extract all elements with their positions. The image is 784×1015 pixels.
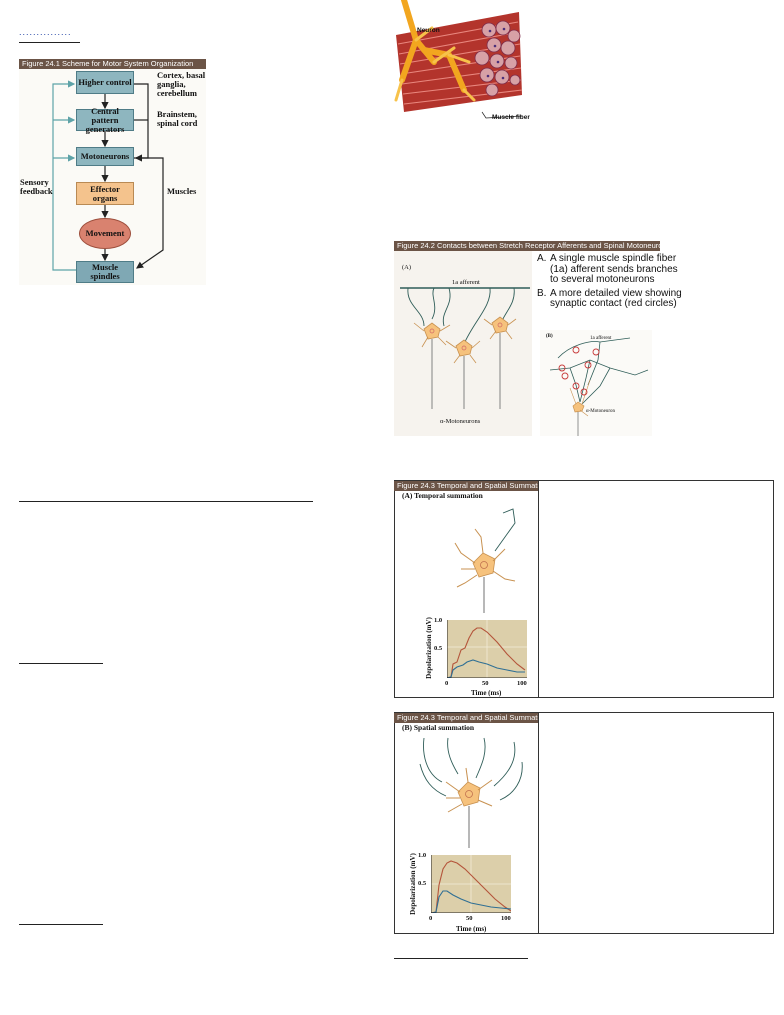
spatial-summation-subtitle: (B) Spatial summation <box>402 723 475 732</box>
spatial-blue-trace <box>431 890 511 913</box>
panel-b-motoneuron-label: α-Motoneuron <box>586 409 616 414</box>
spatial-xlabel: Time (ms) <box>456 925 487 933</box>
note-rule-2 <box>19 663 103 664</box>
spatial-summation-plot <box>431 855 511 913</box>
panel-b-label: (B) <box>546 334 553 339</box>
temporal-xtick-100: 100 <box>517 680 527 687</box>
bullet-a-key: A. <box>537 253 547 264</box>
panel-b-afferent-label: 1a afferent <box>590 336 612 341</box>
muscle-fiber-label: Muscle fiber <box>492 114 530 121</box>
temporal-ytick-1: 1.0 <box>434 617 443 624</box>
figure-24-2-bullets: A.A single muscle spindle fiber (1a) aff… <box>537 253 687 313</box>
cortex-label: Cortex, basal ganglia, cerebellum <box>157 70 206 98</box>
bullet-a-text: A single muscle spindle fiber (1a) affer… <box>550 253 678 285</box>
figure-24-2-title: Figure 24.2 Contacts between Stretch Rec… <box>394 241 660 251</box>
note-rule-3 <box>19 924 103 925</box>
bullet-a: A.A single muscle spindle fiber (1a) aff… <box>537 253 687 286</box>
muscles-label: Muscles <box>167 186 197 196</box>
spatial-xtick-50: 50 <box>466 915 473 922</box>
effector-organs-box: Effector organs <box>76 182 134 205</box>
spatial-xtick-100: 100 <box>501 915 511 922</box>
temporal-xtick-0: 0 <box>445 680 449 687</box>
spatial-red-trace <box>431 860 511 913</box>
temporal-summation-plot <box>447 620 527 678</box>
bullet-b-key: B. <box>537 287 547 299</box>
figure-24-3b-divider <box>538 712 539 934</box>
temporal-red-trace <box>447 627 526 678</box>
brainstem-label: Brainstem, spinal cord <box>157 109 198 128</box>
figure-24-3b-frame <box>394 712 774 934</box>
bullet-b-text: A more detailed view showing synaptic co… <box>550 287 682 309</box>
afferent-label: 1a afferent <box>452 279 480 286</box>
muscle-spindles-box: Muscle spindles <box>76 261 134 283</box>
higher-control-box: Higher control <box>76 71 134 94</box>
figure-24-3a-divider <box>538 480 539 698</box>
spatial-ylabel: Depolarization (mV) <box>409 853 417 915</box>
muscle-fiber-illustration <box>394 0 534 128</box>
figure-24-3a-title: Figure 24.3 Temporal and Spatial Summati… <box>394 481 538 491</box>
spatial-neuron-illustration <box>419 737 523 848</box>
bullet-b: B.A more detailed view showing synaptic … <box>537 287 687 310</box>
temporal-ytick-05: 0.5 <box>434 645 443 652</box>
note-rule-1 <box>19 501 313 502</box>
figure-24-3a-frame <box>394 480 774 698</box>
temporal-xlabel: Time (ms) <box>471 689 502 697</box>
temporal-ylabel: Depolarization (mV) <box>425 617 433 679</box>
header-label: ............... <box>19 27 72 37</box>
sensory-feedback-label: Sensory feedback <box>20 177 53 196</box>
figure-24-1-panel <box>19 69 206 285</box>
figure-24-3b-title: Figure 24.3 Temporal and Spatial Summati… <box>394 713 538 723</box>
temporal-summation-subtitle: (A) Temporal summation <box>402 491 483 500</box>
temporal-blue-trace <box>447 659 525 678</box>
spatial-ytick-05: 0.5 <box>418 880 427 887</box>
panel-a-label: (A) <box>402 264 412 271</box>
figure-24-1-title: Figure 24.1 Scheme for Motor System Orga… <box>19 59 206 69</box>
spatial-xtick-0: 0 <box>429 915 433 922</box>
temporal-neuron-illustration <box>454 508 516 613</box>
note-rule-4 <box>394 958 528 959</box>
neuron-label: Neuron <box>417 27 440 34</box>
motoneurons-label: α-Motoneurons <box>440 418 481 425</box>
central-pattern-generators-box: Central pattern generators <box>76 106 134 133</box>
figure-24-2-panel-b <box>540 330 652 436</box>
spatial-ytick-1: 1.0 <box>418 852 427 859</box>
temporal-xtick-50: 50 <box>482 680 489 687</box>
movement-oval: Movement <box>79 218 131 249</box>
motoneurons-box: Motoneurons <box>76 147 134 166</box>
figure-24-2-panel-a <box>394 251 532 436</box>
header-rule <box>19 42 80 43</box>
